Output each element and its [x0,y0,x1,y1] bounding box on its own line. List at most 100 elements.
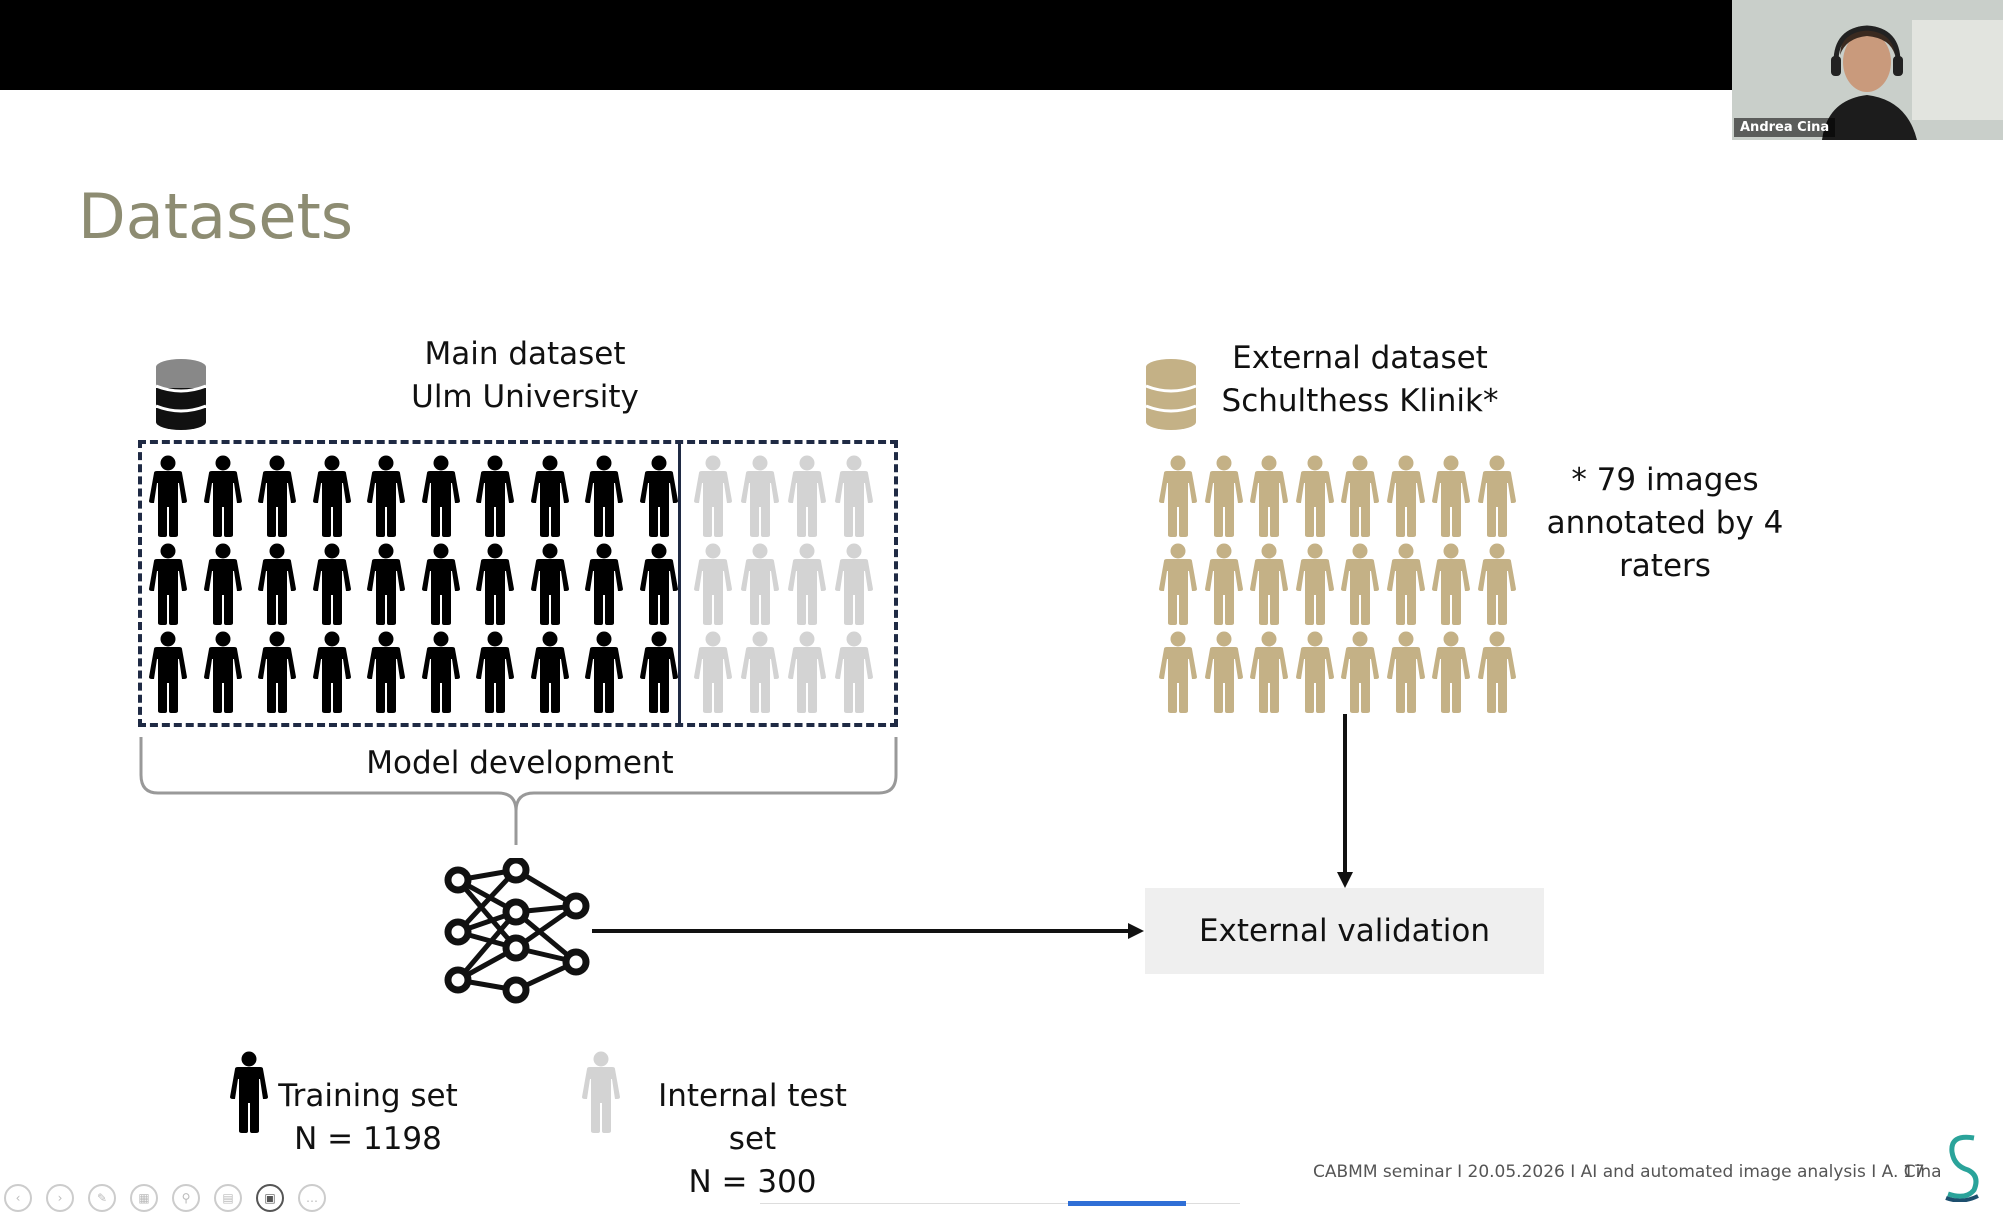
test-person-icon [835,543,873,625]
test-person-icon [741,543,779,625]
training-person-icon [530,455,569,537]
training-person-icon [312,631,351,713]
training-legend-count: N = 1198 [294,1121,442,1157]
test-legend-count: N = 300 [688,1164,817,1200]
test-person-icon [788,455,826,537]
meeting-top-bar [0,0,2003,90]
external-person-icon [1204,455,1243,537]
external-dataset-line1: External dataset [1232,340,1488,376]
external-person-icon [1341,455,1379,537]
external-person-icon [1295,543,1334,625]
external-person-icon [1204,631,1243,713]
training-person-icon [367,631,405,713]
external-note-line3: raters [1619,548,1711,584]
external-person-icon [1477,631,1516,713]
training-person-icon [149,455,187,537]
test-person-icon [835,631,873,713]
test-legend: Internal test set N = 300 [630,1075,875,1204]
external-person-icon [1432,631,1470,713]
main-dataset-line2: Ulm University [411,379,639,415]
database-icon [155,359,207,430]
external-person-icon [1386,631,1425,713]
neural-network-icon [444,858,590,1004]
training-person-icon [312,455,351,537]
next-slide-icon[interactable]: › [46,1184,74,1212]
training-person-icon [149,543,187,625]
training-person-icon [585,455,623,537]
test-person-icon [694,543,732,625]
slide-title: Datasets [78,180,354,253]
test-legend-person-icon [582,1051,620,1133]
external-person-icon [1432,543,1470,625]
slide-page-number: 17 [1903,1162,1925,1182]
external-note-line1: * 79 images [1571,462,1759,498]
external-person-icon [1341,543,1379,625]
main-dataset-label: Main dataset Ulm University [390,333,660,419]
external-person-icon [1159,455,1197,537]
external-person-icon [1159,631,1197,713]
external-person-icon [1250,631,1288,713]
external-person-icon [1386,455,1425,537]
training-person-icon [530,543,569,625]
test-legend-label: Internal test set [658,1078,847,1157]
participant-name: Andrea Cina [1734,118,1836,137]
test-person-icon [741,455,779,537]
test-person-icon [741,631,779,713]
external-validation-box: External validation [1145,888,1544,974]
camera-icon[interactable]: ▣ [256,1184,284,1212]
test-person-icon [694,455,732,537]
model-development-label: Model development [330,742,710,785]
external-person-icon [1295,455,1334,537]
training-person-icon [585,543,623,625]
subtitles-icon[interactable]: ▤ [214,1184,242,1212]
training-person-icon [639,455,678,537]
external-person-icon [1477,543,1516,625]
training-person-icon [421,631,460,713]
training-person-icon [203,455,242,537]
external-person-icon [1159,543,1197,625]
external-person-icon [1386,543,1425,625]
training-person-icon [421,455,460,537]
external-note-line2: annotated by 4 [1546,505,1784,541]
training-person-icon [203,631,242,713]
slide-footer: CABMM seminar I 20.05.2026 I AI and auto… [1313,1162,1942,1182]
previous-slide-icon[interactable]: ‹ [4,1184,32,1212]
arrow-down-icon [1337,714,1353,888]
external-dataset-label: External dataset Schulthess Klinik* [1220,337,1500,423]
external-person-icon [1250,455,1288,537]
external-note: * 79 images annotated by 4 raters [1540,459,1790,588]
training-person-icon [367,455,405,537]
training-person-icon [530,631,569,713]
external-person-icon [1432,455,1470,537]
training-person-icon [476,543,514,625]
external-person-icon [1341,631,1379,713]
training-person-icon [585,631,623,713]
training-person-icon [476,631,514,713]
slides-grid-icon[interactable]: ▦ [130,1184,158,1212]
test-person-icon [788,543,826,625]
training-legend-person-icon [230,1051,268,1133]
training-person-icon [258,543,296,625]
external-dataset-line2: Schulthess Klinik* [1221,383,1499,419]
external-person-icon [1250,543,1288,625]
training-legend: Training set N = 1198 [278,1075,458,1161]
training-person-icon [203,543,242,625]
main-dataset-line1: Main dataset [424,336,626,372]
training-person-icon [476,455,514,537]
training-person-icon [639,631,678,713]
participant-video[interactable]: Andrea Cina [1732,0,2003,140]
participant-image [1732,0,2003,140]
pen-icon[interactable]: ✎ [88,1184,116,1212]
more-options-icon[interactable]: … [298,1184,326,1212]
presentation-toolbar: ‹ › ✎ ▦ ⚲ ▤ ▣ … [0,1184,326,1212]
external-person-icon [1204,543,1243,625]
progress-indicator [1068,1201,1186,1206]
logo-icon [1945,1134,1979,1202]
zoom-icon[interactable]: ⚲ [172,1184,200,1212]
training-person-icon [258,631,296,713]
test-person-icon [835,455,873,537]
training-person-icon [258,455,296,537]
brace-icon [139,737,898,845]
training-person-icon [312,543,351,625]
external-person-icon [1477,455,1516,537]
